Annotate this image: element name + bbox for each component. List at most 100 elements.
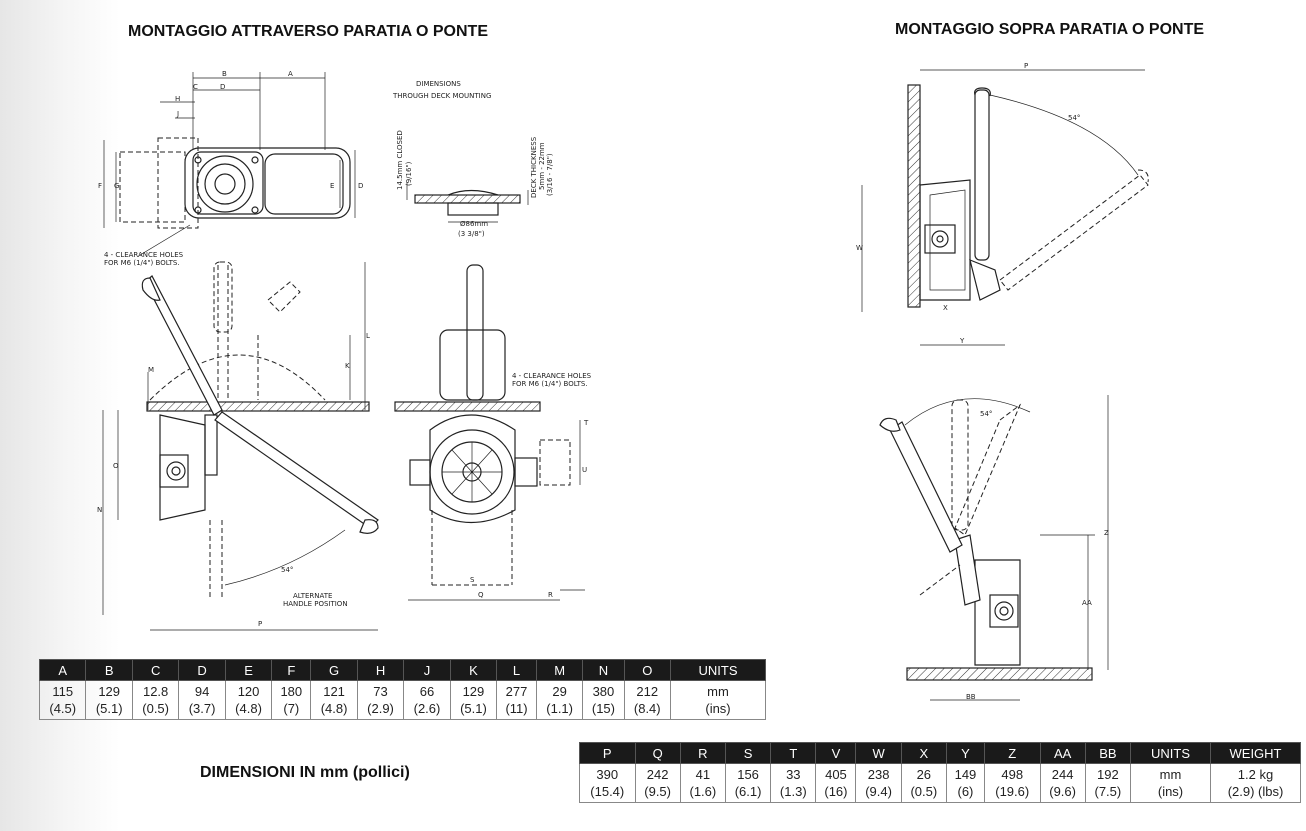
value-mm: 1.2 kg [1237, 767, 1274, 782]
label-diameter-mm: Ø86mm [460, 220, 488, 228]
value-mm: 26 [916, 767, 932, 782]
title-above-mounting: MONTAGGIO SOPRA PARATIA O PONTE [895, 21, 1205, 38]
header-aa: AA [1039, 742, 1086, 764]
header-f: F [271, 659, 312, 681]
value-mm: 120 [237, 684, 260, 699]
dim-letter-l: L [366, 332, 370, 340]
dim-letter-f: F [98, 182, 102, 190]
value-ins: (0.5) [142, 701, 169, 716]
value-mm: 149 [954, 767, 977, 782]
dim-letter-n: N [97, 506, 102, 514]
label-holes-top-1: 4 - CLEARANCE HOLES [104, 251, 184, 259]
dim-letter-aa: AA [1082, 599, 1092, 607]
header-o: O [623, 659, 672, 681]
table-cell: 238 (9.4) [855, 763, 902, 803]
value-ins: (5.1) [460, 701, 487, 716]
table-cell: 94 (3.7) [178, 680, 226, 720]
table-cell: 121(4.8) [310, 680, 358, 720]
value-mm: 405 [825, 767, 847, 782]
value-ins: (6) [957, 784, 974, 799]
value-ins: (9.6) [1049, 784, 1076, 799]
table-cell: 41(1.6) [679, 763, 726, 803]
value-mm: 180 [280, 684, 303, 699]
value-mm: 94 [194, 684, 210, 699]
dim-letter-bb: BB [966, 693, 976, 701]
header-d: D [178, 659, 226, 681]
header-l: L [496, 659, 537, 681]
label-angle-side: 54° [281, 566, 293, 574]
label-dimensions: DIMENSIONS [416, 80, 461, 88]
table-cell: 115(4.5) [38, 680, 87, 720]
value-ins: (7) [283, 701, 300, 716]
table-cell: 498(19.6) [983, 763, 1041, 803]
value-ins: (6.1) [734, 784, 762, 799]
value-mm: 380 [592, 684, 615, 699]
value-ins: (4.8) [235, 701, 262, 716]
title-through-mounting: MONTAGGIO ATTRAVERSO PARATIA O PONTE [128, 23, 488, 40]
value-mm: 12.8 [142, 684, 169, 699]
table-cell: 405 (16) [815, 763, 857, 803]
header-r: R [679, 742, 726, 764]
side-view-drawing [102, 261, 379, 631]
value-mm: 33 [786, 767, 801, 782]
front-view-drawing [394, 264, 585, 601]
label-deck-2: 5mm - 22mm [538, 142, 546, 190]
table-cell: 390(15.4) [579, 763, 636, 803]
table-cell: 212(8.4) [623, 680, 672, 720]
value-ins: (16) [824, 784, 848, 799]
table-cell: 244 (9.6) [1039, 763, 1086, 803]
table-cell: 380 (15) [582, 680, 625, 720]
value-ins: (ins) [1157, 784, 1184, 799]
header-b: B [85, 659, 133, 681]
dim-letter-s: S [470, 576, 475, 584]
dim-letter-j: J [176, 110, 179, 118]
value-ins: (9.4) [865, 784, 892, 799]
value-mm: 192 [1097, 767, 1119, 782]
value-mm: 277 [505, 684, 528, 699]
header-p: P [579, 742, 636, 764]
value-ins: (1.6) [689, 784, 717, 799]
table-cell: 1.2 kg (2.9) (lbs) [1210, 763, 1301, 803]
table-cell: 73 (2.9) [356, 680, 405, 720]
value-ins: (15) [591, 701, 615, 716]
value-ins: (1.3) [779, 784, 807, 799]
header-z: Z [983, 742, 1041, 764]
label-alternate-1: ALTERNATE [293, 592, 332, 600]
header-q: Q [634, 742, 681, 764]
table-cell: 156(6.1) [724, 763, 772, 803]
value-ins: (5.1) [95, 701, 123, 716]
header-e: E [224, 659, 273, 681]
value-mm: 244 [1051, 767, 1074, 782]
table-cell: 33 (1.3) [770, 763, 817, 803]
header-m: M [535, 659, 584, 681]
value-mm: mm [1159, 767, 1182, 782]
table-cell: 120 (4.8) [224, 680, 273, 720]
dim-letter-a: A [288, 70, 293, 78]
label-closed-2: (9/16") [405, 161, 413, 186]
table-cell: 129 (5.1) [449, 680, 498, 720]
value-mm: 238 [867, 767, 890, 782]
header-n: N [582, 659, 625, 681]
value-ins: (2.9) (lbs) [1227, 784, 1284, 799]
header-units: UNITS [1130, 742, 1211, 764]
value-mm: 129 [462, 684, 485, 699]
label-holes-front-2: FOR M6 (1/4") BOLTS. [512, 380, 588, 388]
table-header-row: A B C D E F G H J K L M N O UNITS [38, 659, 766, 681]
dim-letter-p-right: P [1024, 62, 1028, 70]
dim-letter-h: H [175, 95, 180, 103]
value-ins: (2.9) [367, 701, 394, 716]
value-mm: 73 [373, 684, 388, 699]
header-s: S [724, 742, 772, 764]
dim-letter-w: W [856, 244, 863, 252]
dimensions-table-p-to-weight: P Q R S T V W X Y Z AA BB UNITS WEIGHT 3… [579, 742, 1301, 803]
value-ins: (4.8) [320, 701, 348, 716]
value-mm: 129 [98, 684, 121, 699]
value-ins: (3.7) [188, 701, 216, 716]
value-ins: (11) [505, 701, 528, 716]
dim-letter-z: Z [1104, 529, 1109, 537]
header-j: J [403, 659, 451, 681]
value-mm: 390 [596, 767, 619, 782]
header-t: T [770, 742, 817, 764]
dimensions-table-a-to-o: A B C D E F G H J K L M N O UNITS 115(4.… [38, 659, 766, 720]
